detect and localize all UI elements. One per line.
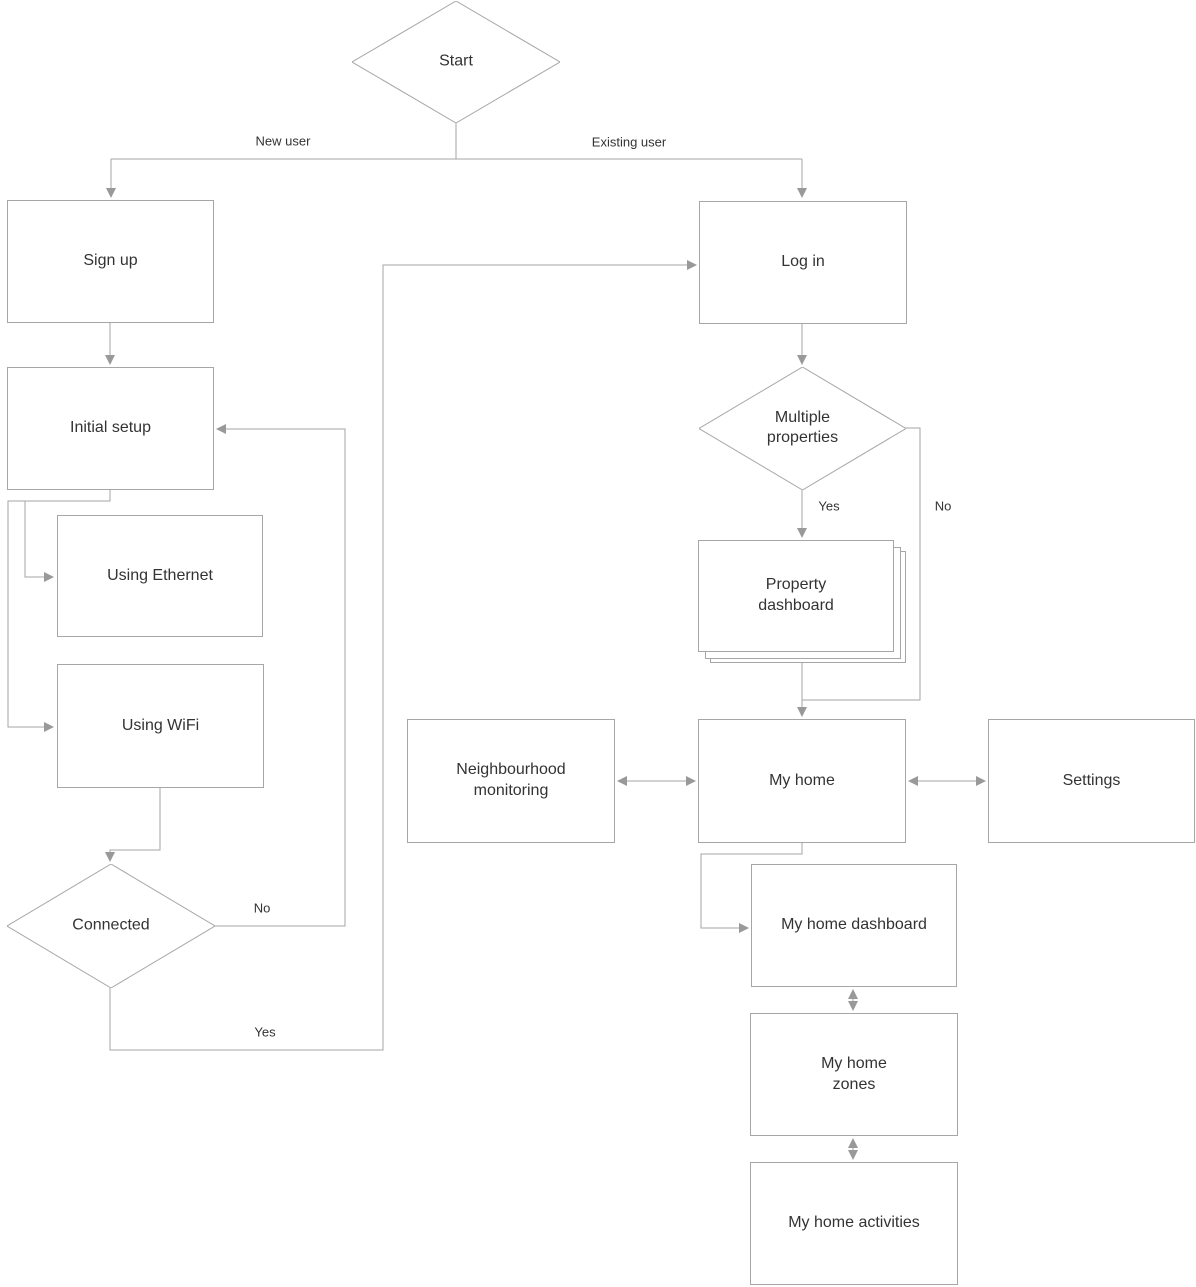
edge-label-new-user: New user (255, 133, 311, 149)
diamond-shape (699, 367, 906, 490)
node-my-home-dashboard-label: My home dashboard (781, 916, 927, 934)
node-start-label: Start (439, 52, 473, 70)
node-using-ethernet-label: Using Ethernet (107, 566, 213, 584)
node-sign-up-label: Sign up (83, 252, 138, 270)
node-my-home-zones-label: My home zones (821, 1054, 887, 1093)
edge-label-existing-user: Existing user (591, 134, 667, 150)
node-log-in-label: Log in (781, 253, 825, 271)
node-my-home-label: My home (769, 771, 835, 789)
node-my-home-activities-label: My home activities (788, 1214, 920, 1232)
edge-label-connected-yes: Yes (254, 1024, 276, 1040)
node-using-ethernet: Using Ethernet (57, 515, 263, 637)
node-neighbourhood-monitoring-label: Neighbourhood monitoring (456, 761, 566, 799)
node-initial-setup-label: Initial setup (70, 419, 151, 437)
node-multiple-properties: Multiple properties (699, 367, 906, 490)
node-my-home-activities: My home activities (750, 1162, 958, 1285)
node-initial-setup: Initial setup (7, 367, 214, 490)
edge-label-multiple-no: No (934, 498, 952, 514)
edge-label-multiple-yes: Yes (818, 498, 840, 514)
node-my-home-dashboard: My home dashboard (751, 864, 957, 987)
node-connected-label: Connected (72, 916, 150, 934)
node-log-in: Log in (699, 201, 907, 324)
node-connected: Connected (7, 864, 215, 988)
node-my-home-zones: My home zones (750, 1013, 958, 1136)
node-my-home: My home (698, 719, 906, 843)
node-settings: Settings (988, 719, 1195, 843)
node-using-wifi: Using WiFi (57, 664, 264, 788)
diamond-shape (352, 1, 560, 123)
diamond-shape (7, 864, 215, 988)
edge-label-connected-no: No (253, 900, 271, 916)
node-sign-up: Sign up (7, 200, 214, 323)
node-property-dashboard-front: Property dashboard (698, 540, 894, 652)
node-using-wifi-label: Using WiFi (121, 716, 200, 734)
node-property-dashboard: Property dashboard (698, 540, 908, 664)
node-neighbourhood-monitoring: Neighbourhood monitoring (407, 719, 615, 843)
node-start: Start (352, 1, 560, 123)
node-settings-label: Settings (1062, 771, 1121, 789)
node-property-dashboard-label: Property dashboard (758, 576, 834, 614)
node-multiple-properties-label: Multiple properties (766, 408, 839, 447)
